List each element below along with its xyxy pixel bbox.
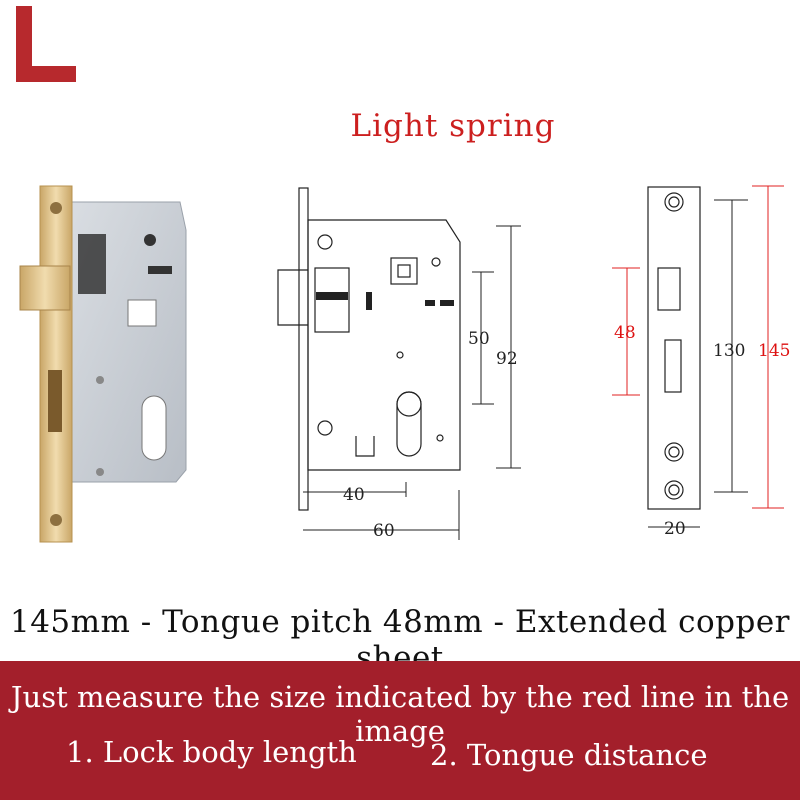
banner-item-lock-body-length: 1. Lock body length	[66, 735, 357, 769]
dim-plate-tongue-pitch: 48	[614, 323, 636, 343]
spec-line: 145mm - Tongue pitch 48mm - Extended cop…	[9, 604, 791, 676]
lock-photo	[19, 185, 187, 543]
dim-plate-length: 145	[758, 341, 790, 361]
instruction-banner	[0, 661, 800, 800]
page-title: Light spring	[350, 108, 556, 144]
technical-drawing: 50 92 40 60 48 130 145 20	[277, 185, 790, 541]
dim-body-width: 60	[373, 521, 395, 541]
size-badge-l	[16, 6, 76, 82]
banner-item-tongue-distance: 2. Tongue distance	[430, 738, 708, 772]
dim-plate-inner-length: 130	[713, 341, 745, 361]
dim-body-height: 92	[496, 349, 518, 369]
dim-backset: 40	[343, 485, 365, 505]
banner-headline: Just measure the size indicated by the r…	[10, 680, 790, 748]
dim-plate-width: 20	[664, 519, 686, 539]
dim-body-tongue-pitch: 50	[468, 329, 490, 349]
